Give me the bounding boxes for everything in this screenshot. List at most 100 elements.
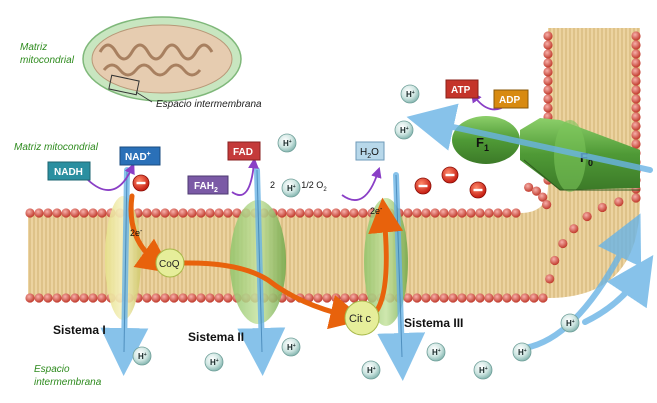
lipid-head (543, 67, 553, 77)
lipid-head (70, 293, 80, 303)
lipid-head (466, 293, 476, 303)
lipid-head (61, 293, 71, 303)
svg-text:ADP: ADP (499, 95, 520, 106)
proton-ion: H+ (400, 84, 420, 104)
lipid-head (543, 94, 553, 104)
lipid-head (475, 208, 485, 218)
lipid-head (358, 208, 368, 218)
lipid-head (403, 293, 413, 303)
lipid-head (403, 208, 413, 218)
lipid-head (475, 293, 485, 303)
lipid-head (439, 208, 449, 218)
lipid-head (529, 293, 539, 303)
minus-sign (136, 181, 146, 185)
lipid-head (631, 58, 641, 68)
lipid-head (223, 293, 233, 303)
lipid-head (457, 293, 467, 303)
lipid-head (543, 58, 553, 68)
lipid-head (160, 293, 170, 303)
mitochondrion-inset (82, 16, 242, 103)
lipid-head (631, 67, 641, 77)
lipid-head (421, 293, 431, 303)
lipid-head (538, 192, 548, 202)
lipid-head (322, 208, 332, 218)
lipid-head (223, 208, 233, 218)
lipid-head (70, 208, 80, 218)
minus-sign (445, 173, 455, 177)
lipid-head (277, 208, 287, 218)
lipid-head (457, 208, 467, 218)
lipid-head (421, 208, 431, 218)
lipid-head (543, 31, 553, 41)
lipid-head (349, 208, 359, 218)
fad-box: FAD (227, 141, 261, 161)
svg-text:FAD: FAD (233, 147, 253, 158)
lipid-head (430, 293, 440, 303)
lipid-head (34, 293, 44, 303)
proton-label: H+ (367, 366, 376, 375)
lipid-head (631, 85, 641, 95)
lipid-head (502, 208, 512, 218)
lipid-head (322, 293, 332, 303)
lipid-head (286, 208, 296, 218)
lipid-head (502, 293, 512, 303)
svg-text:H2O: H2O (360, 147, 379, 160)
lipid-head (61, 208, 71, 218)
lipid-head (631, 139, 641, 149)
proton-ion: H+ (132, 346, 152, 366)
matrix-label-side: Matriz mitocondrial (14, 142, 99, 153)
lipid-head (187, 293, 197, 303)
proton-ion: H+ (426, 342, 446, 362)
lipid-head (412, 208, 422, 218)
lipid-head (542, 200, 552, 210)
proton-label: H+ (432, 348, 441, 357)
electron-markers (132, 166, 487, 199)
lipid-head (493, 293, 503, 303)
lipid-head (313, 208, 323, 218)
lipid-head (412, 293, 422, 303)
minus-sign (473, 188, 483, 192)
lipid-head (178, 293, 188, 303)
lipid-head (543, 40, 553, 50)
oxygen-reaction: 2 + 1/2 O2 (270, 180, 327, 193)
lipid-head (439, 293, 449, 303)
nadh-box: NADH (47, 161, 91, 181)
lipid-head (558, 238, 568, 249)
lipid-head (205, 208, 215, 218)
coq-label: CoQ (159, 259, 180, 270)
lipid-head (520, 293, 530, 303)
lipid-head (331, 208, 341, 218)
proton-ion: H+ (281, 178, 301, 198)
lipid-head (97, 293, 107, 303)
lipid-head (543, 85, 553, 95)
lipid-head (538, 293, 548, 303)
proton-label: H+ (400, 126, 409, 135)
lipid-head (43, 293, 53, 303)
lipid-head (205, 293, 215, 303)
lipid-head (169, 208, 179, 218)
proton-label: H+ (138, 352, 147, 361)
svg-text:NADH: NADH (54, 167, 83, 178)
lipid-head (430, 208, 440, 218)
proton-label: H+ (287, 343, 296, 352)
proton-ion: H+ (394, 120, 414, 140)
lipid-head (151, 293, 161, 303)
lipid-head (448, 293, 458, 303)
lipid-head (631, 121, 641, 131)
lipid-head (151, 208, 161, 218)
atp-box: ATP (445, 79, 479, 99)
lipid-head (524, 182, 534, 192)
lipid-head (178, 208, 188, 218)
nad-box: NAD+ (119, 146, 161, 166)
lipid-head (631, 40, 641, 50)
proton-ion: H+ (473, 360, 493, 380)
f1-label: F1 (476, 135, 489, 153)
water-box: H2O (355, 141, 385, 161)
sistema-iii-label: Sistema III (404, 316, 463, 330)
svg-text:NAD+: NAD+ (125, 151, 151, 163)
proton-label: H+ (210, 358, 219, 367)
lipid-head (79, 293, 89, 303)
lipid-head (196, 293, 206, 303)
svg-text:FAH2: FAH2 (194, 181, 218, 194)
